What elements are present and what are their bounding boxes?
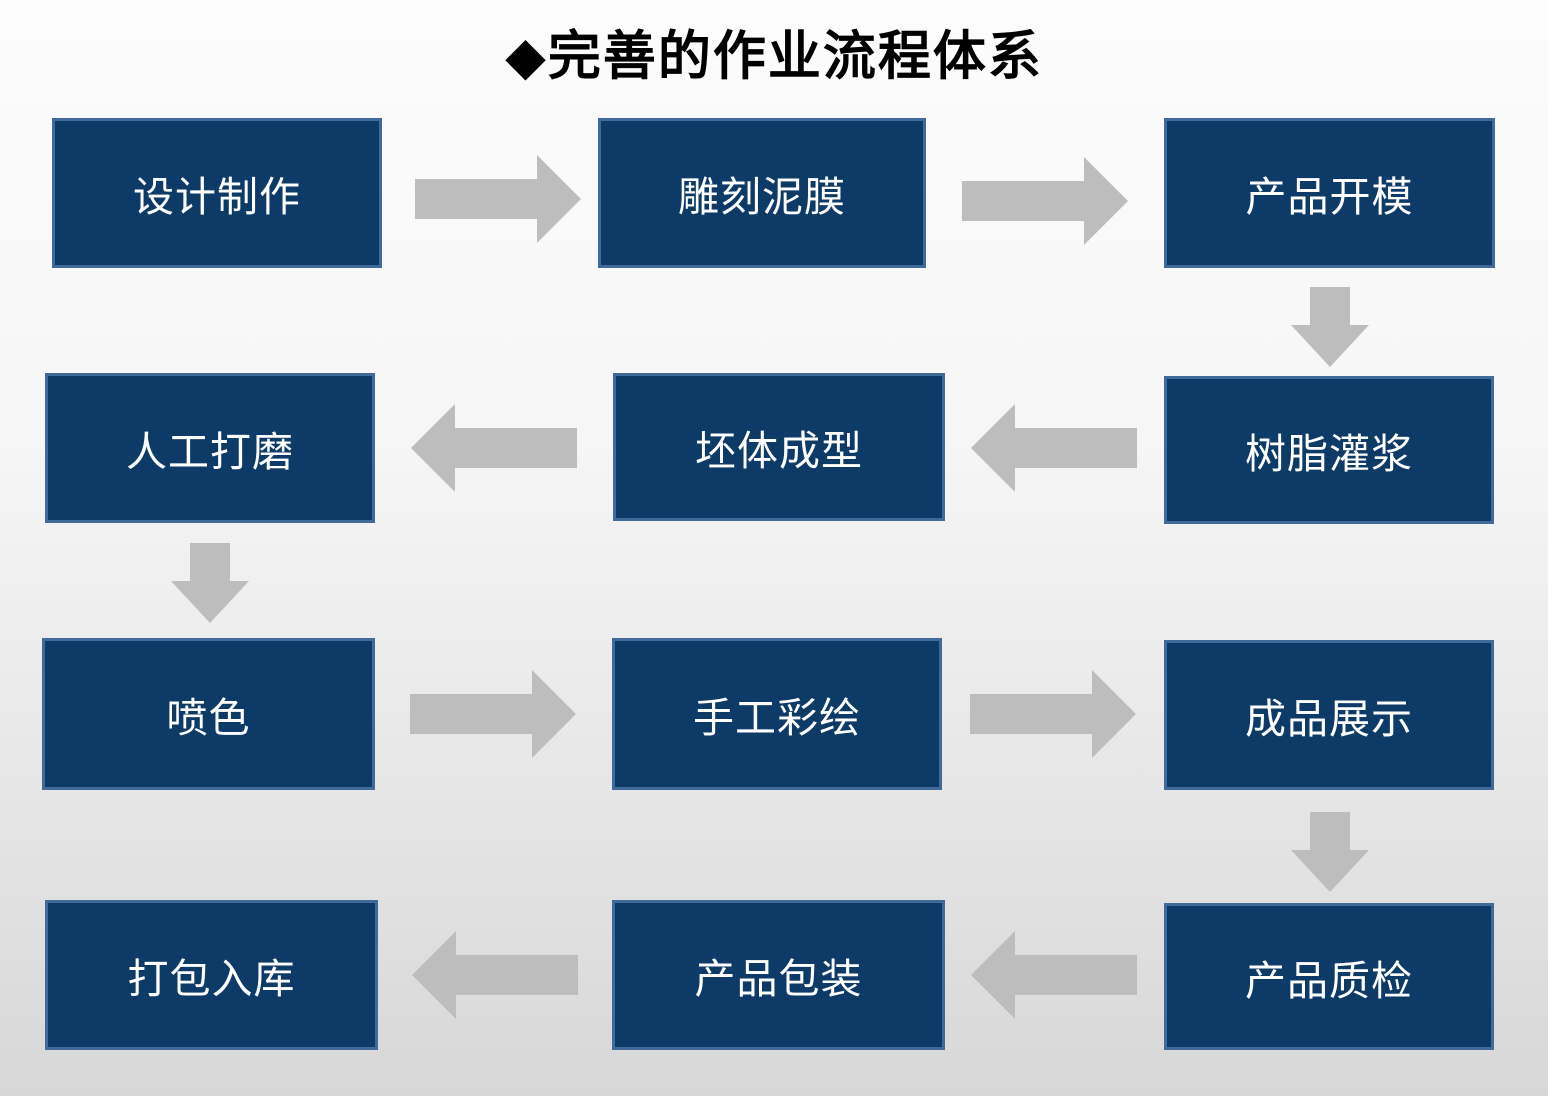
flow-step-resin-grouting: 树脂灌浆 [1164,376,1494,524]
flow-step-label: 手工彩绘 [693,695,861,741]
flow-step-finished-display: 成品展示 [1164,640,1494,790]
flow-step-label: 设计制作 [133,174,301,220]
flow-step-product-packaging: 产品包装 [612,900,945,1050]
page-title: ◆完善的作业流程体系 [505,28,1043,86]
flow-step-spray-coloring: 喷色 [42,638,375,790]
flow-step-label: 雕刻泥膜 [678,174,846,220]
flow-step-product-mold-opening: 产品开模 [1164,118,1495,268]
flow-step-manual-polishing: 人工打磨 [45,373,375,523]
flow-step-label: 树脂灌浆 [1245,431,1413,477]
arrow-right-spray-to-painting-icon [410,670,576,758]
flow-step-design-production: 设计制作 [52,118,382,268]
flow-step-label: 人工打磨 [126,429,294,475]
flow-step-blank-forming: 坯体成型 [613,373,945,521]
flow-step-label: 打包入库 [127,956,296,1002]
flow-step-label: 产品质检 [1245,957,1413,1004]
flow-step-label: 成品展示 [1245,696,1413,742]
flow-step-pack-warehouse: 打包入库 [45,900,378,1050]
flow-step-label: 产品开模 [1245,174,1414,220]
flow-step-hand-painting: 手工彩绘 [612,638,942,790]
flow-step-label: 喷色 [166,695,251,741]
arrow-left-inspection-to-packaging-icon [971,931,1137,1019]
arrow-down-polishing-to-spray-icon [171,543,249,623]
arrow-right-painting-to-display-icon [970,670,1136,758]
arrow-right-sculpt-to-mold-icon [962,157,1128,245]
flow-step-label: 产品包装 [694,956,863,1002]
flow-step-quality-inspection: 产品质检 [1164,903,1494,1050]
flow-step-sculpt-clay-mold: 雕刻泥膜 [598,118,926,268]
flow-step-label: 坯体成型 [695,428,863,474]
arrow-left-resin-to-blank-icon [971,404,1137,492]
arrow-down-display-to-inspection-icon [1291,812,1369,892]
arrow-left-packaging-to-warehouse-icon [412,931,578,1019]
arrow-left-blank-to-polishing-icon [411,404,577,492]
arrow-down-mold-to-resin-icon [1291,287,1369,367]
arrow-right-design-to-sculpt-icon [415,155,581,243]
